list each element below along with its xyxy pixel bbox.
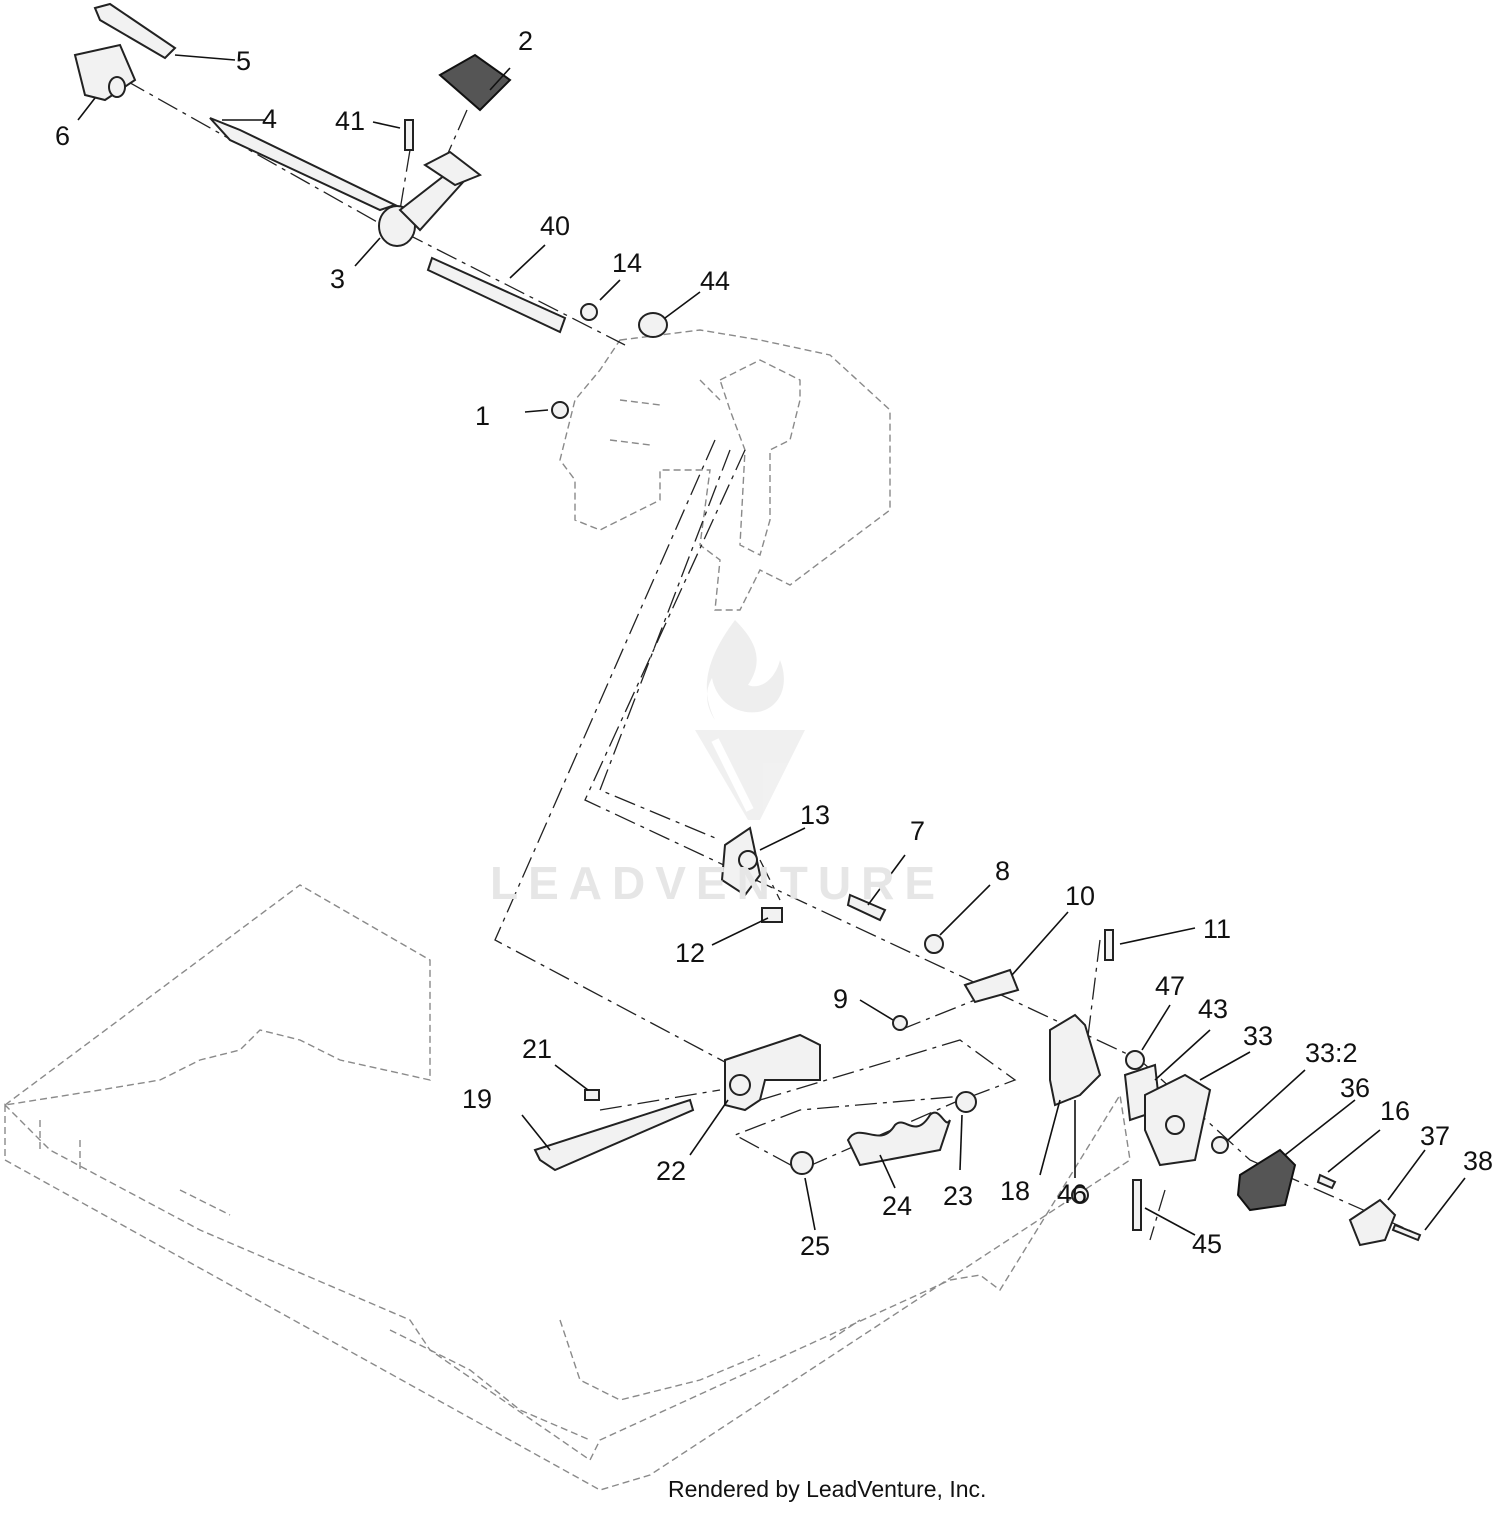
callout-36: 36: [1340, 1073, 1370, 1103]
callout-18: 18: [1000, 1176, 1030, 1206]
callout-22: 22: [656, 1156, 686, 1186]
callout-11: 11: [1203, 914, 1231, 944]
pivot-shaft: [426, 256, 668, 419]
frame-outline: [4, 884, 1131, 1491]
pedal-assembly: [73, 2, 512, 247]
flame-logo-icon: [695, 620, 805, 820]
callout-46: 46: [1057, 1179, 1087, 1209]
callout-43: 43: [1198, 994, 1228, 1024]
callout-19: 19: [462, 1084, 492, 1114]
callout-labels: 1 2 3 4 5 6 7 8 9 10 11 12 13 14 16 18 1…: [55, 26, 1493, 1261]
callout-4: 4: [262, 104, 277, 134]
pedestal-outline: [559, 329, 891, 611]
render-credit: Rendered by LeadVenture, Inc.: [668, 1476, 987, 1502]
lower-linkage: [533, 826, 1422, 1247]
callout-33: 33: [1243, 1021, 1273, 1051]
callout-37: 37: [1420, 1121, 1450, 1151]
callout-40: 40: [540, 211, 570, 241]
callout-47: 47: [1155, 971, 1185, 1001]
callout-6: 6: [55, 121, 70, 151]
callout-14: 14: [612, 248, 642, 278]
callout-5: 5: [236, 46, 251, 76]
callout-9: 9: [833, 984, 848, 1014]
watermark-text: LEADVENTURE: [490, 857, 946, 909]
callout-13: 13: [800, 800, 830, 830]
callout-25: 25: [800, 1231, 830, 1261]
callout-1: 1: [475, 401, 490, 431]
callout-8: 8: [995, 856, 1010, 886]
callout-33-2: 33:2: [1305, 1038, 1358, 1068]
callout-45: 45: [1192, 1229, 1222, 1259]
callout-12: 12: [675, 938, 705, 968]
callout-3: 3: [330, 264, 345, 294]
callout-10: 10: [1065, 881, 1095, 911]
callout-23: 23: [943, 1181, 973, 1211]
callout-38: 38: [1463, 1146, 1493, 1176]
callout-7: 7: [910, 816, 925, 846]
callout-21: 21: [522, 1034, 552, 1064]
callout-44: 44: [700, 266, 730, 296]
callout-24: 24: [882, 1191, 912, 1221]
callout-2: 2: [518, 26, 533, 56]
leader-lines: [77, 54, 1466, 1236]
callout-16: 16: [1380, 1096, 1410, 1126]
callout-41: 41: [335, 106, 365, 136]
